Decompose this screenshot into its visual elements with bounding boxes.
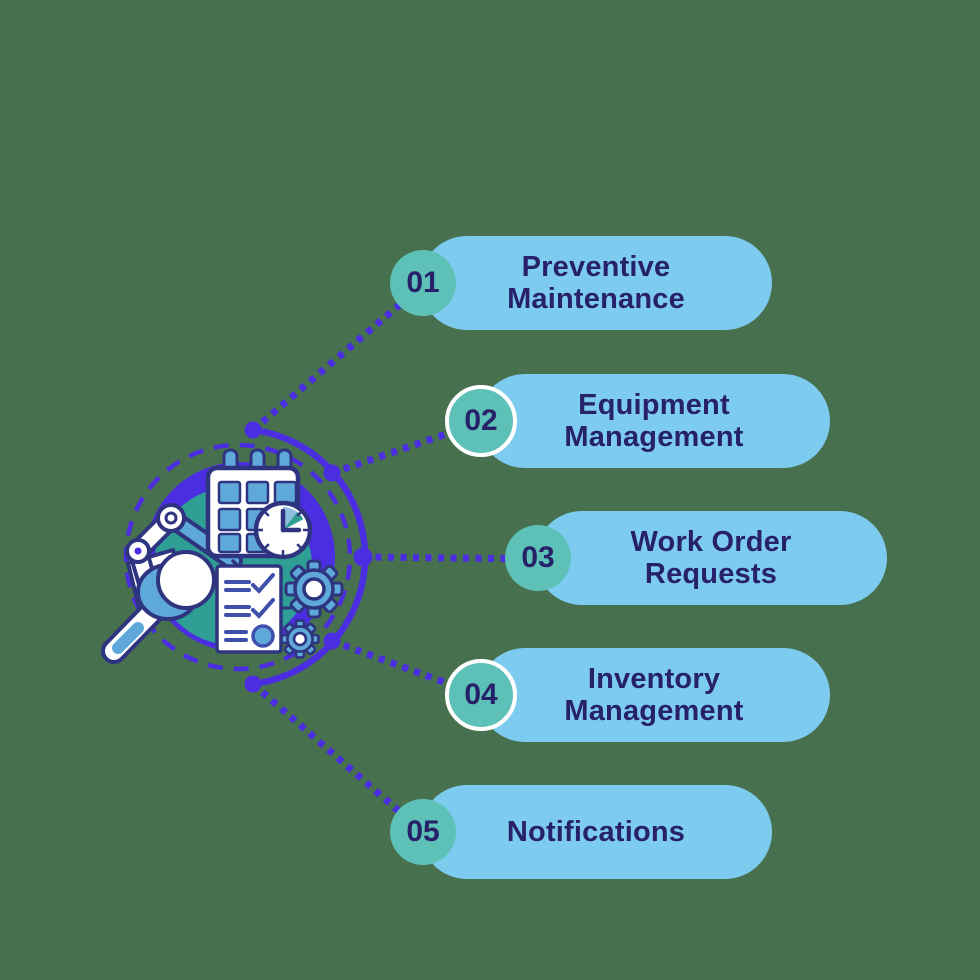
clock-icon — [253, 500, 313, 560]
central-illustration — [101, 448, 344, 664]
feature-label: Notifications — [506, 815, 686, 848]
calendar-icon — [205, 448, 301, 559]
hub-teal-disc — [154, 487, 312, 645]
feature-number-badge: 02 — [445, 385, 517, 457]
connector-node-03 — [353, 547, 373, 567]
magnifier-icon — [101, 550, 216, 664]
dashed-ring — [123, 442, 353, 672]
connector-lines — [250, 281, 540, 836]
feature-label: Work Order Requests — [630, 525, 792, 590]
feature-pill-notifications: Notifications 05 — [390, 785, 772, 879]
feature-label: Preventive Maintenance — [507, 250, 685, 315]
connector-nodes — [244, 421, 373, 693]
feature-pill-preventive-maintenance: Preventive Maintenance 01 — [390, 236, 772, 330]
robot-arm-icon — [125, 503, 254, 614]
feature-label: Inventory Management — [564, 662, 744, 727]
checklist-icon — [215, 564, 296, 654]
connector-node-04 — [323, 632, 341, 650]
feature-number-badge: 04 — [445, 659, 517, 731]
connector-node-05 — [244, 675, 262, 693]
feature-number-badge: 03 — [505, 525, 571, 591]
connector-node-01 — [244, 421, 262, 439]
feature-number-badge: 05 — [390, 799, 456, 865]
feature-pill-work-order-requests: Work Order Requests 03 — [505, 511, 887, 605]
gear-small-icon — [280, 619, 320, 659]
gear-large-icon — [284, 559, 344, 619]
feature-pill-inventory-management: Inventory Management 04 — [445, 648, 830, 742]
connector-arc — [252, 426, 369, 688]
hub-purple-disc — [145, 462, 335, 652]
connector-node-02 — [323, 464, 341, 482]
feature-number-badge: 01 — [390, 250, 456, 316]
feature-pill-equipment-management: Equipment Management 02 — [445, 374, 830, 468]
feature-label: Equipment Management — [564, 388, 744, 453]
